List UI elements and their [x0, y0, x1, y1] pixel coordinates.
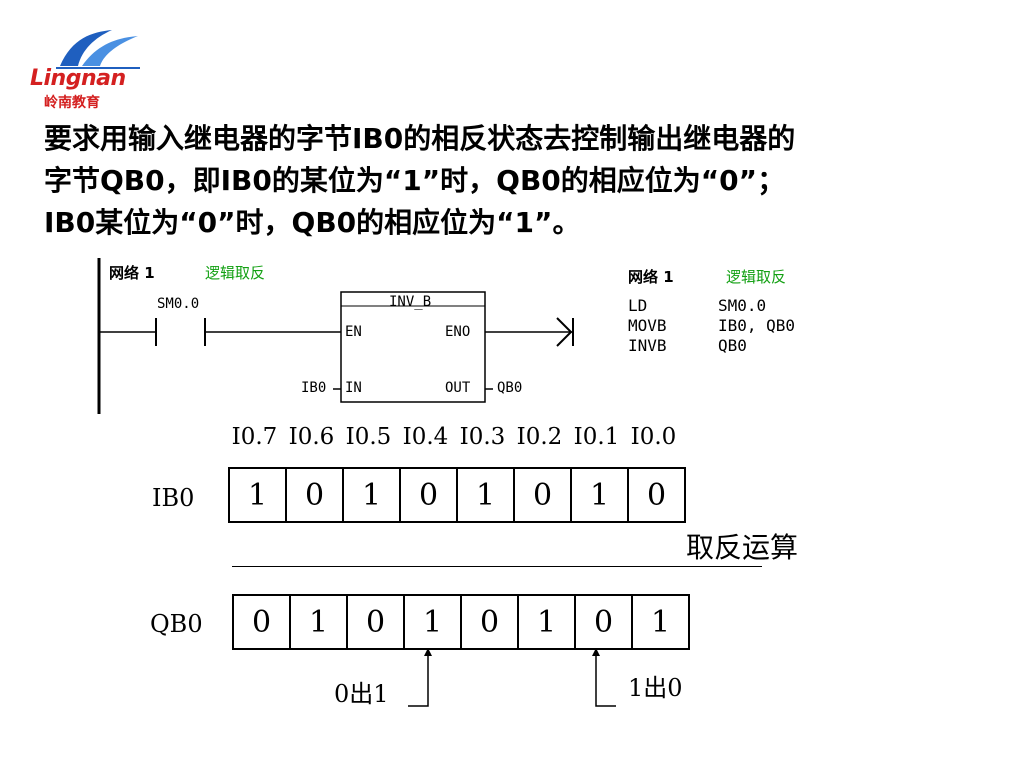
- bit-label: I0.4: [402, 424, 449, 450]
- stl-network-comment: 逻辑取反: [726, 268, 787, 286]
- qb0-bit: 0: [460, 596, 517, 648]
- bit-label: I0.0: [630, 424, 677, 450]
- stl-arg-2: IB0, QB0: [718, 316, 796, 335]
- divider-line: [232, 566, 762, 567]
- bit-label: I0.3: [459, 424, 506, 450]
- ladder-diagram: 网络 1 逻辑取反 SM0.0 INV_B EN ENO IN OUT IB0 …: [95, 258, 575, 414]
- swoosh-icon: [56, 30, 140, 69]
- heading-line-2: 字节QB0，即IB0的某位为“1”时，QB0的相应位为“0”；: [44, 164, 786, 197]
- stl-op-2: MOVB: [628, 316, 667, 335]
- qb0-bit: 1: [631, 596, 688, 648]
- bit-label: I0.5: [345, 424, 392, 450]
- lingnan-logo: Lingnan 岭南教育: [22, 28, 150, 112]
- ib0-byte: 1 0 1 0 1 0 1 0: [228, 467, 686, 523]
- ib0-bit: 1: [247, 477, 268, 513]
- ladder-lines: [97, 258, 574, 414]
- note-right: 1出0: [628, 674, 683, 702]
- operation-label: 取反运算: [686, 531, 799, 564]
- bit-label: I0.7: [231, 424, 278, 450]
- bit-labels: I0.7 I0.6 I0.5 I0.4 I0.3 I0.2 I0.1 I0.0: [226, 424, 682, 450]
- heading-paragraph: 要求用输入继电器的字节IB0的相反状态去控制输出继电器的 字节QB0，即IB0的…: [44, 118, 984, 244]
- heading-line-1: 要求用输入继电器的字节IB0的相反状态去控制输出继电器的: [44, 122, 796, 155]
- qb0-label: QB0: [150, 610, 203, 638]
- qb0-bit: 1: [289, 596, 346, 648]
- stl-op-3: INVB: [628, 336, 667, 355]
- stl-arg-3: QB0: [718, 336, 747, 355]
- network-comment: 逻辑取反: [205, 264, 266, 282]
- bit-label: I0.6: [288, 424, 335, 450]
- logo-chinese-name: 岭南教育: [44, 95, 100, 111]
- in-operand: IB0: [301, 380, 327, 396]
- pin-eno: ENO: [445, 324, 471, 340]
- stl-op-1: LD: [628, 296, 648, 315]
- network-label: 网络 1: [109, 264, 155, 282]
- annotation-arrows: [408, 648, 616, 707]
- ib0-bit: 1: [570, 469, 627, 521]
- ib0-bit: 0: [627, 469, 684, 521]
- ib0-bit: 0: [399, 469, 456, 521]
- ib0-bit: 0: [513, 469, 570, 521]
- ib0-label: IB0: [152, 484, 195, 512]
- bit-label: I0.1: [573, 424, 620, 450]
- contact-label: SM0.0: [157, 296, 200, 312]
- statement-list: 网络 1 逻辑取反 LD SM0.0 MOVB IB0, QB0 INVB QB…: [628, 266, 928, 366]
- qb0-bit: 0: [574, 596, 631, 648]
- pin-in: IN: [345, 380, 362, 396]
- qb0-bit: 1: [403, 596, 460, 648]
- bit-label: I0.2: [516, 424, 563, 450]
- stl-network-label: 网络 1: [628, 268, 674, 286]
- pin-out: OUT: [445, 380, 471, 396]
- block-name: INV_B: [389, 294, 432, 310]
- qb0-bit: 0: [346, 596, 403, 648]
- heading-line-3: IB0某位为“0”时，QB0的相应位为“1”。: [44, 206, 581, 239]
- out-operand: QB0: [497, 380, 523, 396]
- ib0-bit: 1: [456, 469, 513, 521]
- qb0-bit: 1: [517, 596, 574, 648]
- qb0-bit: 0: [251, 604, 272, 640]
- pin-en: EN: [345, 324, 362, 340]
- note-left: 0出1: [334, 680, 389, 708]
- ib0-bit: 1: [342, 469, 399, 521]
- qb0-byte: 0 1 0 1 0 1 0 1: [232, 594, 690, 650]
- stl-arg-1: SM0.0: [718, 296, 767, 315]
- ib0-bit: 0: [285, 469, 342, 521]
- logo-name: Lingnan: [30, 66, 126, 91]
